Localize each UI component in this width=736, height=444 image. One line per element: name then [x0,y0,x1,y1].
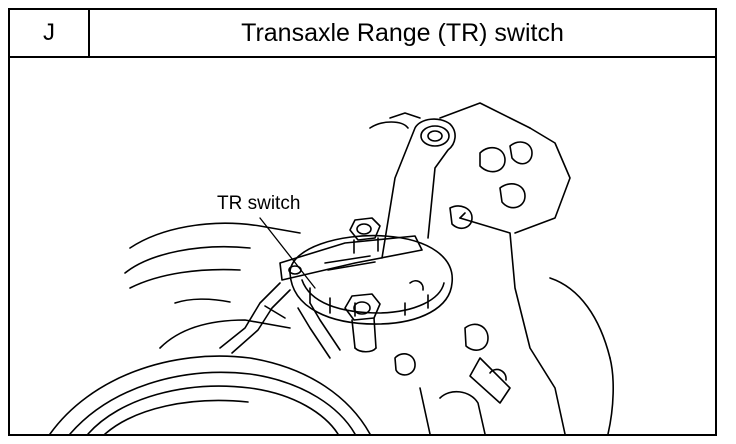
tr-switch-callout: TR switch [215,193,303,215]
illustration-area: TR switch [10,58,715,434]
diagram-frame: J Transaxle Range (TR) switch [8,8,717,436]
transaxle-illustration [49,102,614,434]
header-row: J Transaxle Range (TR) switch [10,10,715,58]
diagram-title: Transaxle Range (TR) switch [241,18,564,47]
section-letter: J [10,10,90,56]
